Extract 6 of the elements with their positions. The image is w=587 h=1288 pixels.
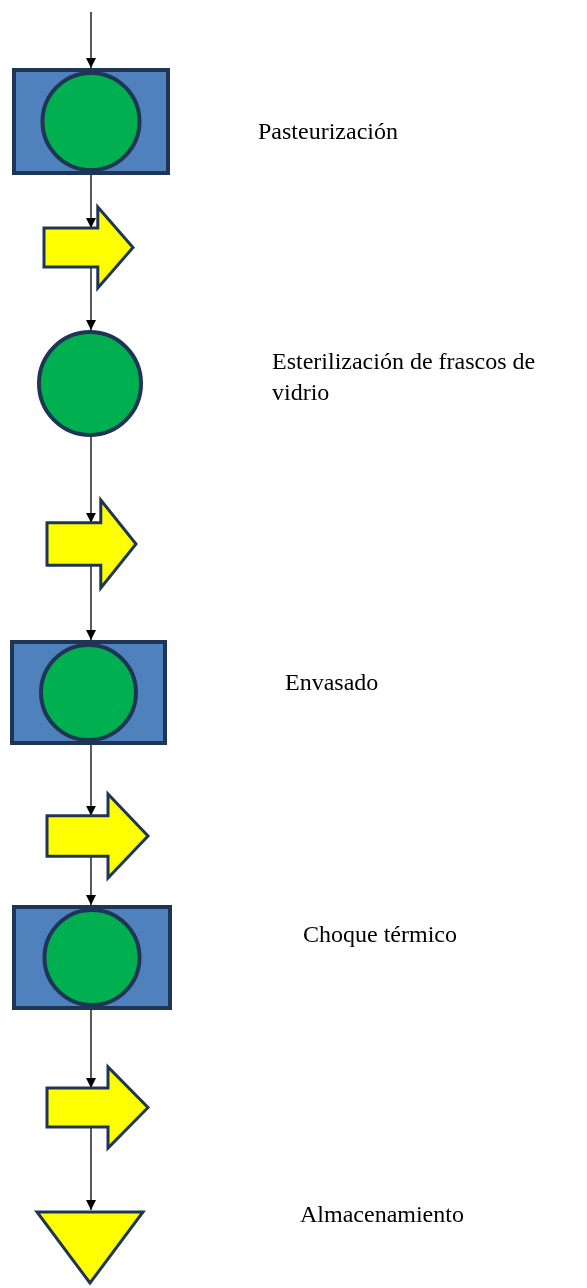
- step-label: Almacenamiento: [300, 1200, 464, 1229]
- step-label: Esterilización de frascos de vidrio: [272, 347, 537, 408]
- step-label: Choque térmico: [303, 920, 457, 949]
- step-label: Pasteurización: [258, 117, 398, 146]
- flow-arrow: [86, 11, 96, 69]
- step-label: Envasado: [285, 668, 379, 697]
